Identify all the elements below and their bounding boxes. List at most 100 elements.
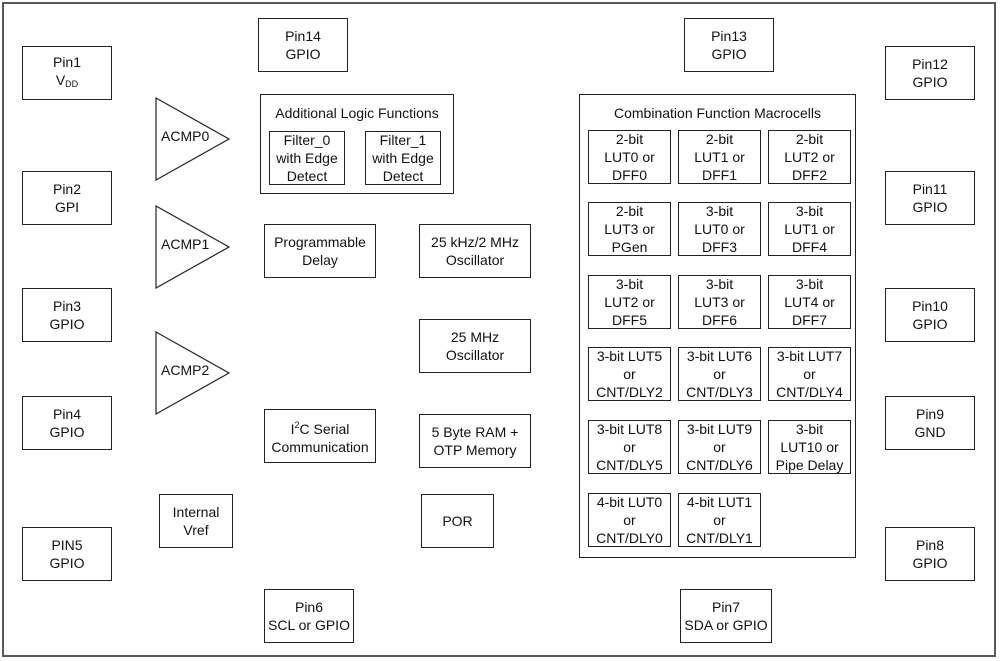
pin5-function: GPIO: [49, 555, 85, 571]
pin10-label: Pin10: [912, 298, 948, 314]
macrocell-line: CNT/DLY3: [686, 384, 753, 400]
pin3-label: Pin3: [52, 298, 82, 314]
i2c-serial-block: I2C Serial Communication: [264, 409, 376, 463]
macrocell-line: CNT/DLY5: [596, 457, 663, 473]
pin2-function: GPI: [54, 199, 80, 215]
pin12-label: Pin12: [912, 56, 948, 72]
acmp1-triangle-icon: [155, 205, 231, 289]
macrocell-line: or: [623, 366, 636, 382]
macrocell-line: LUT2 or: [604, 294, 655, 310]
pin11-box: Pin11 GPIO: [885, 171, 975, 225]
additional-logic-title: Additional Logic Functions: [275, 105, 439, 121]
macrocell-line: LUT4 or: [784, 294, 835, 310]
pin12-box: Pin12 GPIO: [885, 46, 975, 100]
macrocell-line: LUT2 or: [784, 149, 835, 165]
macrocell-line: PGen: [611, 239, 648, 255]
acmp1-comparator: ACMP1: [155, 205, 231, 289]
macrocell-line: 3-bit LUT5: [596, 348, 663, 364]
macrocell-line: 3-bit LUT8: [596, 421, 663, 437]
ram-otp-block: 5 Byte RAM + OTP Memory: [419, 414, 531, 468]
macrocell-line: 3-bit: [795, 421, 824, 437]
additional-logic-panel: Additional Logic Functions Filter_0 with…: [260, 94, 454, 194]
macrocells-title: Combination Function Macrocells: [614, 105, 821, 121]
pin7-box: Pin7 SDA or GPIO: [680, 589, 772, 643]
macrocell-line: CNT/DLY0: [596, 530, 663, 546]
pin11-label: Pin11: [912, 181, 948, 197]
macrocell-line: DFF4: [792, 239, 827, 255]
macrocell-line: DFF1: [702, 167, 737, 183]
pin9-function: GND: [914, 424, 946, 440]
acmp0-comparator: ACMP0: [155, 97, 231, 181]
macrocell-line: DFF0: [612, 167, 647, 183]
macrocell-line: CNT/DLY6: [686, 457, 753, 473]
macrocell-line: CNT/DLY4: [776, 384, 843, 400]
pin10-box: Pin10 GPIO: [885, 288, 975, 342]
macrocell-line: 2-bit: [615, 203, 644, 219]
macrocell-line: 3-bit LUT9: [686, 421, 753, 437]
macrocell-line: DFF2: [792, 167, 827, 183]
macrocell-line: 2-bit: [795, 131, 824, 147]
macrocell-line: or: [713, 512, 726, 528]
macrocell-line: DFF3: [702, 239, 737, 255]
macrocell-line: 4-bit LUT0: [596, 494, 663, 510]
acmp2-label: ACMP2: [161, 362, 210, 378]
macrocell-line: 4-bit LUT1: [686, 494, 753, 510]
acmp0-label: ACMP0: [161, 128, 210, 144]
oscillator-25mhz-block: 25 MHz Oscillator: [419, 319, 531, 373]
pin1-function: VDD: [55, 72, 79, 89]
macrocell-line: 2-bit: [705, 131, 734, 147]
pin7-function: SDA or GPIO: [684, 617, 768, 633]
pin9-label: Pin9: [915, 406, 945, 422]
pin12-function: GPIO: [912, 74, 948, 90]
macrocell-line: LUT1 or: [784, 221, 835, 237]
macrocell-line: 3-bit: [705, 203, 734, 219]
filter0-block: Filter_0 with Edge Detect: [269, 131, 345, 185]
oscillator-25khz-block: 25 kHz/2 MHz Oscillator: [419, 224, 531, 278]
pin6-label: Pin6: [294, 599, 324, 615]
macrocell-line: 3-bit LUT6: [686, 348, 753, 364]
acmp1-label: ACMP1: [161, 236, 210, 252]
pin14-label: Pin14: [285, 28, 321, 44]
pin3-box: Pin3 GPIO: [22, 288, 112, 342]
macrocell-line: 3-bit: [795, 203, 824, 219]
macrocell-line: LUT1 or: [694, 149, 745, 165]
acmp2-triangle-icon: [155, 331, 231, 415]
pin7-label: Pin7: [711, 599, 741, 615]
pin11-function: GPIO: [912, 199, 948, 215]
macrocell-line: 3-bit: [795, 276, 824, 292]
macrocell-line: or: [623, 439, 636, 455]
acmp2-comparator: ACMP2: [155, 331, 231, 415]
macrocell-line: CNT/DLY2: [596, 384, 663, 400]
pin1-box: Pin1 VDD: [22, 46, 112, 100]
pin13-label: Pin13: [711, 28, 747, 44]
macrocell-line: DFF6: [702, 312, 737, 328]
macrocell-line: LUT3 or: [694, 294, 745, 310]
macrocell-line: CNT/DLY1: [686, 530, 753, 546]
por-block: POR: [421, 494, 494, 548]
pin8-function: GPIO: [912, 555, 948, 571]
filter1-block: Filter_1 with Edge Detect: [365, 131, 441, 185]
macrocell-line: DFF5: [612, 312, 647, 328]
macrocell-line: or: [803, 366, 816, 382]
macrocell-line: or: [623, 512, 636, 528]
pin8-box: Pin8 GPIO: [885, 527, 975, 581]
macrocell-line: LUT3 or: [604, 221, 655, 237]
pin6-box: Pin6 SCL or GPIO: [264, 589, 354, 643]
pin14-box: Pin14 GPIO: [258, 18, 348, 72]
macrocell-line: or: [713, 366, 726, 382]
macrocell-line: 3-bit: [705, 276, 734, 292]
